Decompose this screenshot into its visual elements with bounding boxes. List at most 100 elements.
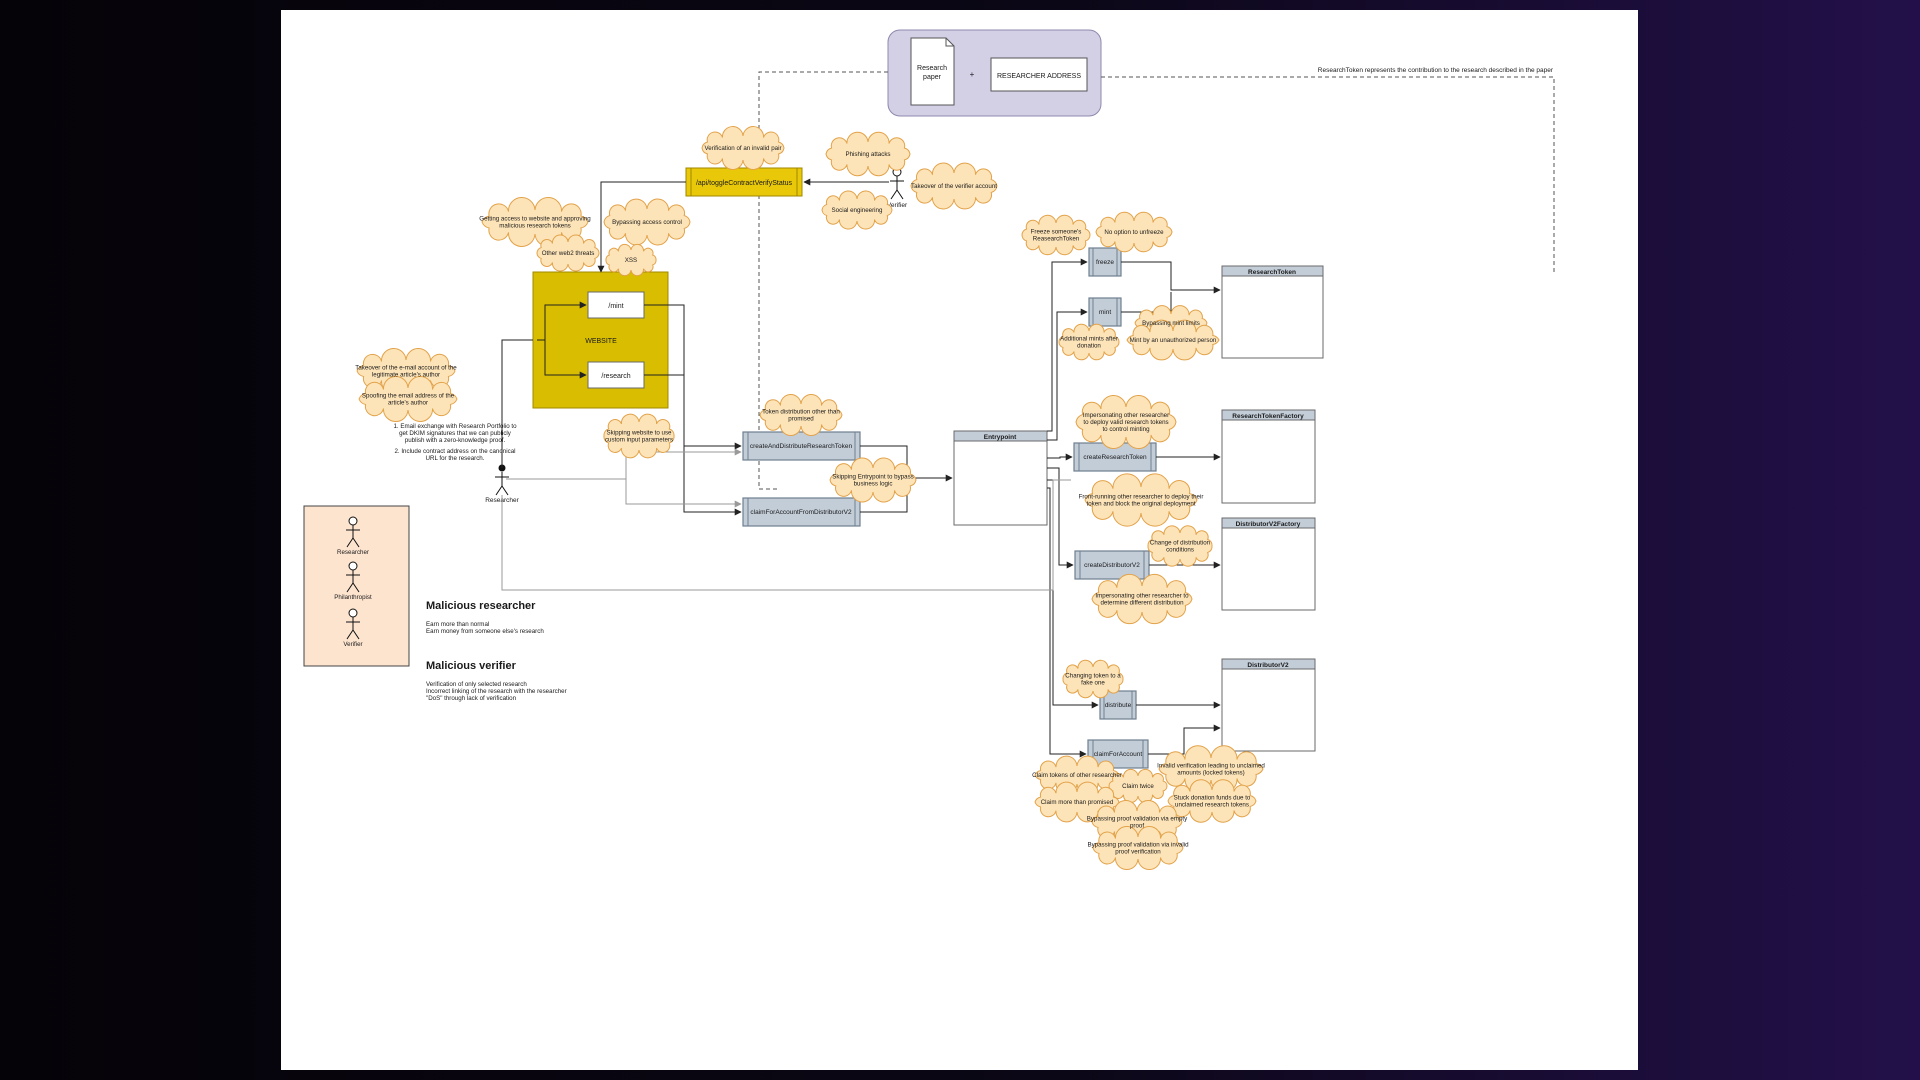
malicious-verifier-item: "DoS" through lack of verification	[426, 695, 517, 702]
threat-cloud-invalid-pair	[701, 126, 785, 170]
malicious-researcher-section: Malicious researcher Earn more than norm…	[426, 600, 544, 635]
threat-label-stuck-funds: Stuck donation funds due to	[1174, 795, 1251, 802]
legend-box	[303, 505, 410, 667]
threat-cloud-no-unfreeze	[1095, 211, 1173, 253]
verifier-actor-icon	[346, 608, 360, 640]
threat-label-bypass-mint: Bypassing mint limits	[1142, 320, 1200, 327]
research-paper-line1: Research	[917, 65, 947, 72]
create-research-token-label: createResearchToken	[1083, 454, 1147, 461]
website-label: WEBSITE	[585, 338, 617, 345]
legend-verifier-label: Verifier	[343, 641, 362, 648]
freeze-function[interactable]: freeze	[1088, 247, 1122, 277]
threat-label-claim-twice: Claim twice	[1122, 783, 1154, 790]
research-token-label: ResearchToken	[1248, 269, 1296, 276]
threat-label-impersonate-distribution: determine different distribution	[1100, 600, 1184, 607]
threat-label-skip-entrypoint: Skipping Entrypoint to bypass	[832, 474, 914, 481]
threat-label-xss: XSS	[625, 257, 637, 264]
malicious-researcher-title: Malicious researcher	[426, 600, 536, 612]
legend-philanthropist-label: Philanthropist	[334, 594, 372, 601]
malicious-verifier-title: Malicious verifier	[426, 660, 517, 672]
actor-legend: Researcher Philanthropist Verifier	[303, 505, 410, 667]
claim-from-distributor-function[interactable]: claimForAccountFromDistributorV2	[742, 497, 861, 527]
research-token-contract[interactable]: ResearchToken	[1221, 265, 1324, 359]
research-token-factory-contract[interactable]: ResearchTokenFactory	[1221, 409, 1316, 504]
create-and-distribute-function[interactable]: createAndDistributeResearchToken	[742, 431, 861, 461]
threat-label-web2: Other web2 threats	[542, 250, 595, 257]
malicious-researcher-item: Earn more than normal	[426, 621, 489, 628]
threat-label-fake-token: Changing token to a	[1065, 673, 1121, 680]
threat-label-claim-other: Claim tokens of other researcher	[1032, 772, 1122, 779]
threat-cloud-social-engineering	[821, 190, 893, 230]
api-endpoint-label: /api/toggleContractVerifyStatus	[696, 180, 793, 187]
distributor-factory-contract[interactable]: DistributorV2Factory	[1221, 517, 1316, 611]
threat-label-phishing: Phishing attacks	[845, 151, 890, 158]
email-notes: 1. Email exchange with Research Portfoli…	[393, 423, 517, 462]
document-icon	[910, 37, 955, 106]
legend-researcher-label: Researcher	[337, 549, 369, 556]
threat-label-invalid-verification: Invalid verification leading to unclaime…	[1157, 763, 1265, 770]
threat-label-website-access: malicious research tokens	[499, 223, 571, 230]
entrypoint-label: Entrypoint	[984, 434, 1017, 441]
threat-cloud-email-spoof	[358, 376, 458, 422]
create-distributor-function[interactable]: createDistributorV2	[1074, 550, 1150, 580]
threat-cloud-token-distribution	[759, 393, 843, 437]
threat-label-fake-token: fake one	[1081, 680, 1105, 687]
threat-label-social-engineering: Social engineering	[832, 207, 883, 214]
threat-cloud-impersonate-deploy	[1075, 395, 1177, 449]
threat-label-claim-more: Claim more than promised	[1041, 799, 1114, 806]
threat-label-invalid-pair: Verification of an invalid pair	[704, 145, 781, 152]
freeze-label: freeze	[1096, 259, 1114, 266]
philanthropist-actor-icon	[346, 516, 360, 548]
threat-label-change-distribution: Change of distribution	[1150, 540, 1211, 547]
entrypoint-contract[interactable]: Entrypoint	[953, 430, 1048, 526]
mint-function[interactable]: mint	[1088, 297, 1122, 327]
threat-cloud-skip-website	[603, 413, 675, 459]
threat-cloud-skip-entrypoint	[829, 457, 917, 503]
mint-label: mint	[1099, 309, 1111, 316]
threat-label-email-takeover: Takeover of the e-mail account of the	[355, 365, 457, 372]
malicious-verifier-item: Verification of only selected research	[426, 681, 527, 688]
dashed-link-token	[1101, 76, 1555, 275]
threat-cloud-bypass-access	[603, 198, 691, 246]
researcher-address-label: RESEARCHER ADDRESS	[997, 73, 1081, 80]
threat-label-front-running: Front-running other researcher to deploy…	[1079, 494, 1204, 501]
threat-cloud-bypass-invalid-proof	[1092, 825, 1184, 871]
threat-cloud-web2	[536, 234, 600, 272]
threat-cloud-stuck-funds	[1167, 779, 1257, 823]
threat-cloud-front-running	[1084, 473, 1198, 527]
email-note-2-line2: URL for the research.	[426, 455, 485, 462]
diagram-canvas: Research paper + RESEARCHER ADDRESS Rese…	[281, 10, 1638, 1070]
threat-label-freeze-someone: Freeze someone's	[1031, 229, 1082, 236]
distributor-contract[interactable]: DistributorV2	[1221, 658, 1316, 752]
api-endpoint[interactable]: /api/toggleContractVerifyStatus	[685, 167, 803, 197]
researcher-actor-icon	[495, 464, 509, 496]
create-and-distribute-label: createAndDistributeResearchToken	[750, 443, 853, 450]
threat-cloud-phishing	[825, 131, 911, 177]
distributor-label: DistributorV2	[1247, 662, 1289, 669]
threat-cloud-invalid-verification	[1158, 745, 1264, 793]
malicious-researcher-item: Earn money from someone else's research	[426, 628, 544, 635]
threat-label-token-distribution: Token distribution other than	[762, 409, 840, 416]
verifier-label: Verifier	[887, 202, 908, 209]
threat-label-bypass-invalid-proof: Bypassing proof validation via invalid	[1087, 842, 1189, 849]
research-route-label: /research	[601, 373, 630, 380]
threat-cloud-xss	[605, 243, 657, 277]
threat-label-skip-entrypoint: business logic	[854, 481, 893, 488]
threat-cloud-change-distribution	[1147, 525, 1213, 567]
threat-label-bypass-empty-proof: Bypassing proof validation via empty	[1087, 816, 1188, 823]
researcher-address-box	[990, 57, 1088, 92]
threat-label-invalid-verification: amounts (locked tokens)	[1177, 770, 1244, 777]
email-note-1-line1: 1. Email exchange with Research Portfoli…	[393, 423, 517, 430]
verifier-actor-icon	[890, 167, 904, 200]
threat-cloud-verifier-takeover	[910, 162, 998, 210]
claim-for-account-label: claimForAccount	[1094, 751, 1143, 758]
threat-label-token-distribution: promised	[788, 416, 814, 423]
threat-label-verifier-takeover: Takeover of the verifier account	[911, 183, 997, 190]
plus-sign: +	[970, 70, 975, 79]
threat-label-impersonate-distribution: Impersonating other researcher to	[1095, 593, 1189, 600]
threat-label-bypass-empty-proof: proof	[1130, 823, 1144, 830]
api-endpoint-box[interactable]	[685, 167, 803, 197]
threat-cloud-claim-twice	[1108, 768, 1168, 804]
threat-label-no-unfreeze: No option to unfreeze	[1104, 229, 1164, 236]
threat-labels: Verification of an invalid pairPhishing …	[355, 145, 1265, 856]
